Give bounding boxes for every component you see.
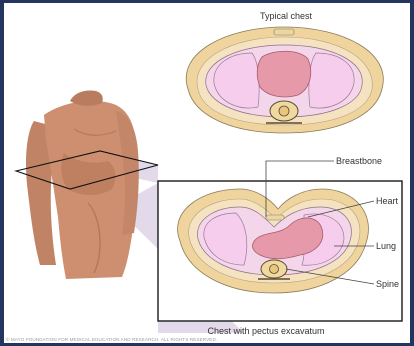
heart-label: Heart bbox=[376, 196, 399, 206]
figure-frame: Typical chest Breastbone Heart Lung Spin… bbox=[4, 3, 410, 343]
breastbone-label: Breastbone bbox=[336, 156, 382, 166]
copyright-text: © MAYO FOUNDATION FOR MEDICAL EDUCATION … bbox=[6, 336, 217, 342]
lung-label: Lung bbox=[376, 241, 396, 251]
torso-illustration bbox=[16, 90, 158, 279]
pectus-chest-title: Chest with pectus excavatum bbox=[207, 326, 324, 336]
spine-label: Spine bbox=[376, 279, 399, 289]
typical-chest-section: Typical chest bbox=[186, 11, 383, 133]
typical-chest-title: Typical chest bbox=[260, 11, 313, 21]
typical-heart bbox=[257, 51, 311, 97]
pectus-diagram: Typical chest Breastbone Heart Lung Spin… bbox=[4, 3, 410, 343]
